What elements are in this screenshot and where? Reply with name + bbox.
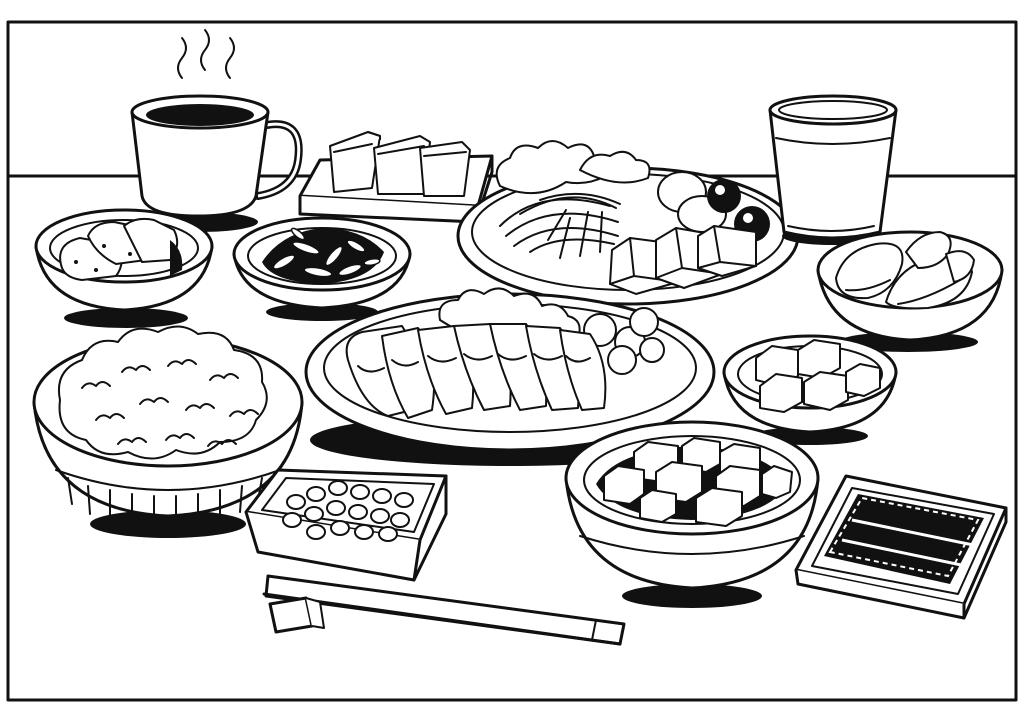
hijiki-seaweed — [262, 227, 384, 284]
tonkatsu-slices — [345, 323, 607, 419]
frame-border — [6, 20, 1018, 702]
glass-of-juice — [768, 94, 898, 245]
pickled-radish-bowl — [34, 208, 214, 328]
nori-sheets-tray — [794, 474, 1008, 620]
salad-plate — [456, 140, 800, 306]
potato-wedges-bowl — [816, 230, 1004, 352]
olive — [707, 179, 741, 213]
tofu-in-soup — [603, 437, 793, 527]
steam-icon — [177, 37, 187, 79]
nori-sheets — [824, 494, 984, 584]
rice — [58, 325, 268, 460]
natto-tray — [244, 468, 448, 582]
tofu-cubes-bowl — [722, 334, 898, 445]
miso-soup-bowl — [564, 420, 820, 608]
hijiki-bowl — [232, 216, 412, 321]
chopsticks-with-rest — [262, 574, 626, 646]
chopstick-rest — [268, 596, 314, 634]
shredded-cabbage — [499, 192, 621, 259]
coffee-cup — [130, 29, 303, 232]
sliced-tofu-tray — [298, 131, 494, 224]
natto-beans — [282, 480, 414, 542]
rice-bowl — [32, 325, 304, 538]
lettuce — [495, 140, 610, 195]
